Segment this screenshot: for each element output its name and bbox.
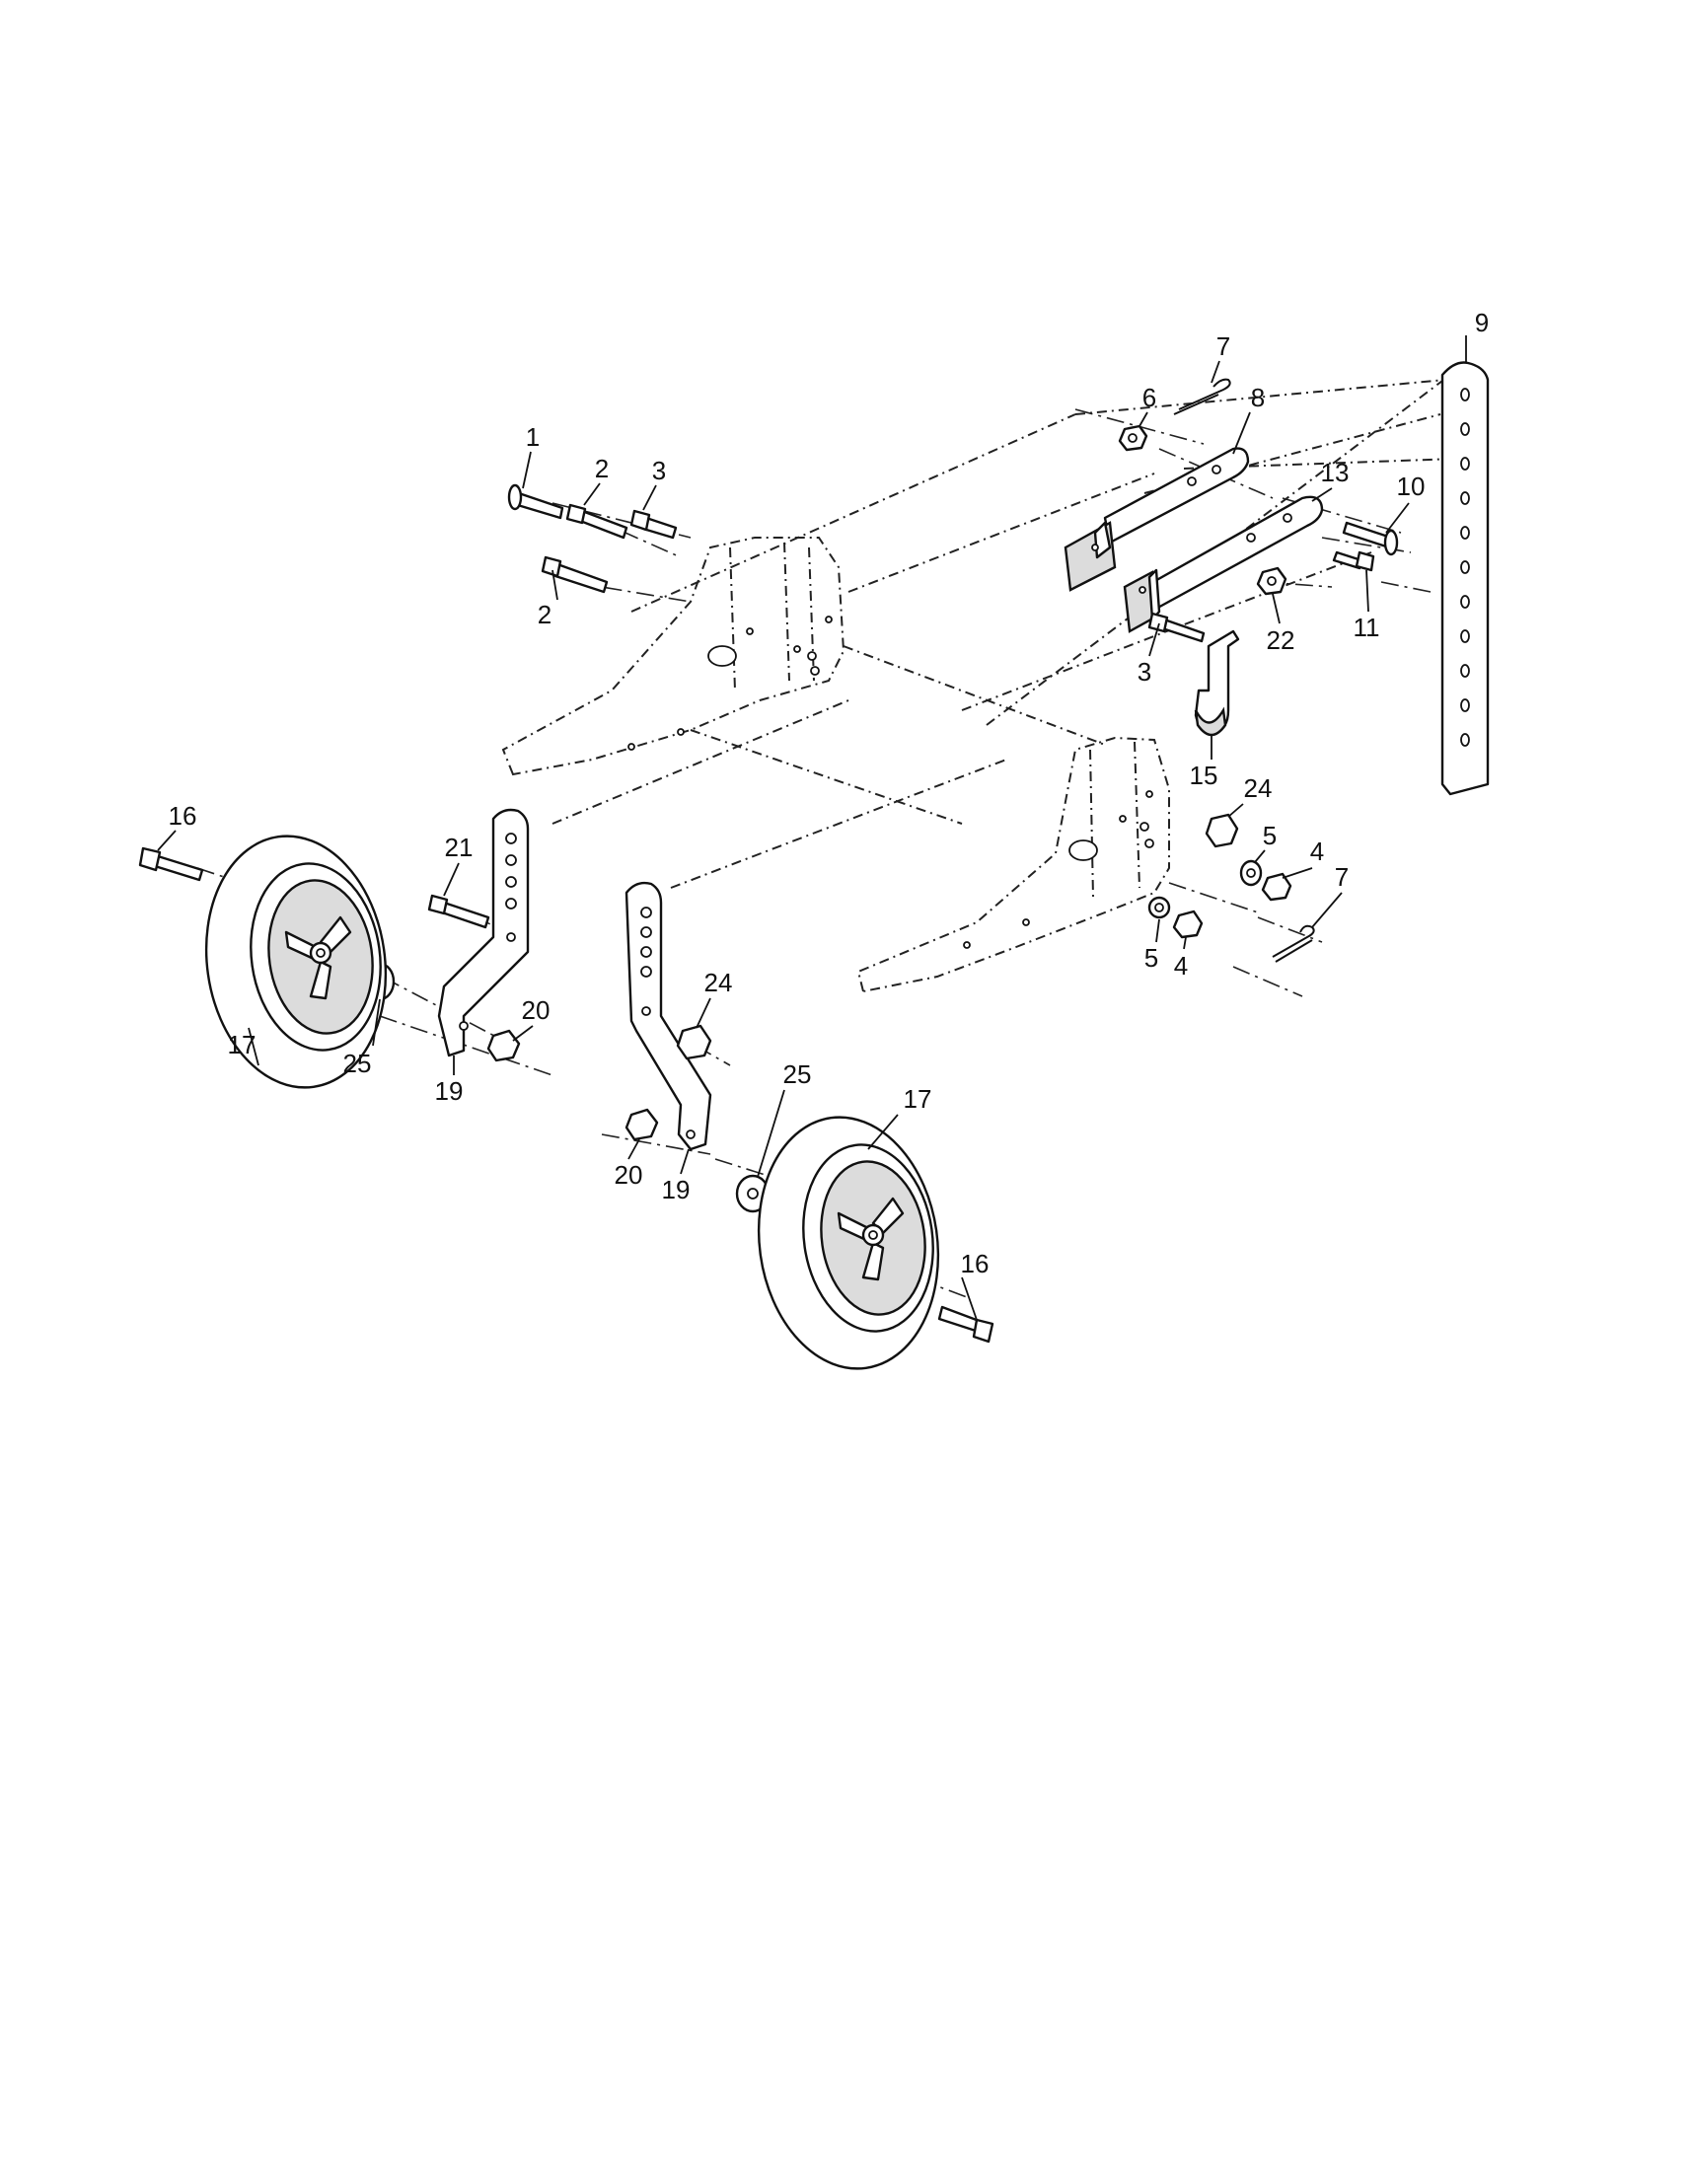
callout-20a: 20 [522, 995, 551, 1025]
callout-25a: 25 [343, 1049, 372, 1078]
adjustment-hole [1460, 422, 1470, 436]
callout-2b: 2 [538, 600, 551, 629]
callout-10: 10 [1397, 472, 1426, 501]
callout-24a: 24 [1244, 773, 1273, 803]
adjustment-hole [1460, 629, 1470, 643]
callout-1: 1 [526, 422, 540, 452]
callout-6: 6 [1142, 383, 1156, 412]
adjustment-hole [1460, 457, 1470, 471]
callout-7b: 7 [1335, 862, 1349, 892]
adjustment-hole [1460, 595, 1470, 609]
callout-17a: 17 [228, 1030, 257, 1059]
callout-16a: 16 [169, 801, 197, 831]
callout-15: 15 [1190, 761, 1218, 790]
callout-5b: 5 [1144, 943, 1158, 973]
callout-2a: 2 [595, 454, 609, 483]
wheel-right [757, 1116, 940, 1370]
callout-8: 8 [1251, 383, 1265, 412]
hardware-upper [507, 378, 1399, 643]
callout-22: 22 [1267, 625, 1295, 655]
callout-16b: 16 [961, 1249, 990, 1278]
callout-19b: 19 [662, 1175, 691, 1204]
callout-9: 9 [1475, 308, 1489, 337]
wheel-left [204, 835, 388, 1089]
callout-5a: 5 [1263, 821, 1277, 850]
callout-labels: 1 2 2 3 3 4 4 5 5 6 7 7 8 9 10 11 13 15 … [169, 308, 1490, 1278]
hardware-right-lower [1147, 813, 1315, 963]
adjustment-hole [1460, 560, 1470, 574]
height-adjustment-bar [1440, 361, 1490, 796]
callout-24b: 24 [704, 968, 733, 997]
callout-3b: 3 [1138, 657, 1151, 687]
wheel-bracket-left [437, 808, 530, 1057]
adjustment-hole [1460, 491, 1470, 505]
adjustment-hole [1460, 698, 1470, 712]
callout-11: 11 [1354, 613, 1380, 642]
adjustment-hole [1460, 526, 1470, 540]
depth-bracket-lower [1123, 495, 1324, 633]
hitch-bracket [1194, 629, 1240, 737]
callout-3a: 3 [652, 456, 666, 485]
callout-4a: 4 [1310, 837, 1324, 866]
callout-20b: 20 [615, 1160, 643, 1190]
callout-17b: 17 [904, 1084, 932, 1114]
adjustment-hole [1460, 733, 1470, 747]
callout-4b: 4 [1174, 951, 1188, 981]
callout-7a: 7 [1216, 331, 1230, 361]
wheel-bracket-right [625, 881, 712, 1151]
adjustment-hole [1460, 664, 1470, 678]
callout-13: 13 [1321, 458, 1350, 487]
callout-leader-lines [157, 335, 1467, 1321]
adjustment-hole [1460, 388, 1470, 401]
callout-25b: 25 [783, 1059, 812, 1089]
callout-21: 21 [445, 833, 474, 862]
depth-bracket-upper [1064, 447, 1250, 592]
callout-19a: 19 [435, 1076, 464, 1106]
